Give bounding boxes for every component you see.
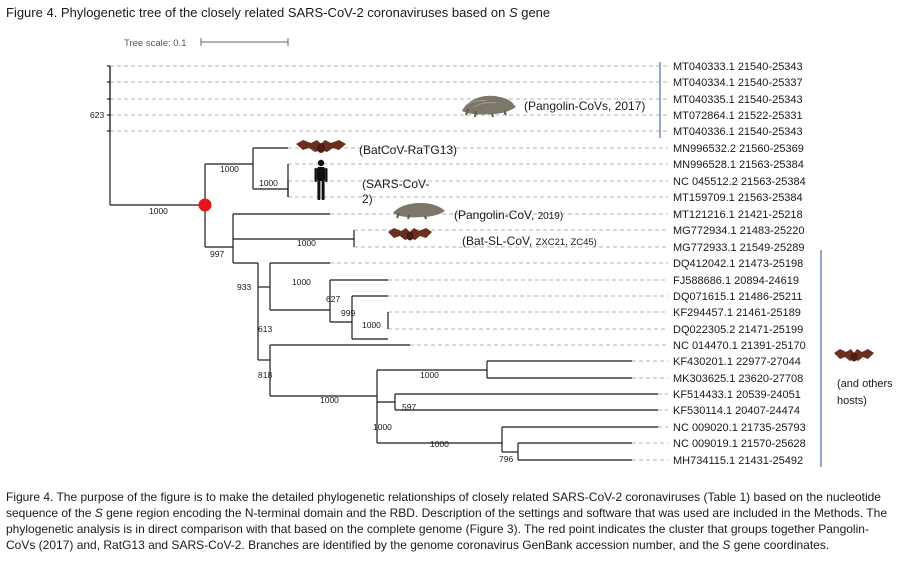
- leaf-guide-lines: [110, 65, 668, 461]
- leaf-label: MK303625.1 23620-27708: [673, 373, 803, 385]
- caption-part-1: Figure 4. The purpose of the figure is t…: [6, 490, 881, 520]
- tree-scale-bar: [200, 38, 289, 46]
- pangolin-icon: [462, 95, 516, 118]
- figure-title-suffix: gene: [517, 5, 551, 20]
- phylogenetic-tree: Tree scale: 0.1 MT040333.1 21540-25343MT…: [90, 38, 893, 467]
- bootstrap-value: 818: [258, 370, 272, 380]
- bootstrap-value: 597: [402, 402, 416, 412]
- batcov-ratg13-label: (BatCoV-RaTG13): [359, 143, 457, 157]
- bootstrap-value: 999: [341, 308, 355, 318]
- other-hosts-label-line1: (and others: [837, 378, 893, 390]
- leaf-label: MT040336.1 21540-25343: [673, 126, 803, 138]
- bootstrap-value: 1000: [420, 370, 439, 380]
- bootstrap-value: 1000: [292, 277, 311, 287]
- bootstrap-value: 997: [210, 249, 224, 259]
- figure-caption: Figure 4. The purpose of the figure is t…: [6, 489, 896, 553]
- pangolin-2019-main: (Pangolin-CoV,: [454, 208, 538, 222]
- red-cluster-node: [198, 198, 212, 212]
- bootstrap-value: 1000: [297, 238, 316, 248]
- leaf-label: KF530114.1 20407-24474: [673, 405, 800, 417]
- pangolin-2017-label: (Pangolin-CoVs, 2017): [524, 99, 645, 113]
- caption-part-5: gene coordinates.: [730, 538, 830, 552]
- tree-scale-label: Tree scale: 0.1: [124, 38, 186, 49]
- bootstrap-value: 1000: [362, 320, 381, 330]
- leaf-label: DQ071615.1 21486-25211: [673, 291, 802, 303]
- leaf-label: NC 014470.1 21391-25170: [673, 340, 806, 352]
- bootstrap-value: 1000: [430, 439, 449, 449]
- pangolin-icon: [393, 203, 445, 220]
- caption-gene-1: S: [94, 506, 103, 520]
- leaf-label: MT040335.1 21540-25343: [673, 94, 803, 106]
- figure-title-gene: S: [508, 5, 518, 20]
- human-silhouette-icon: [314, 159, 328, 200]
- bootstrap-value: 1000: [320, 395, 339, 405]
- leaf-label: DQ022305.2 21471-25199: [673, 324, 803, 336]
- pangolin-2019-label: (Pangolin-CoV, 2019): [454, 208, 563, 222]
- bootstrap-value: 1000: [149, 206, 168, 216]
- leaf-label: KF514433.1 20539-24051: [673, 389, 801, 401]
- tree-branches: [107, 65, 658, 461]
- leaf-label: KF430201.1 22977-27044: [673, 356, 801, 368]
- leaf-label: MT040333.1 21540-25343: [673, 61, 803, 73]
- leaf-label: NC 045512.2 21563-25384: [673, 176, 806, 188]
- leaf-label: MT040334.1 21540-25337: [673, 77, 803, 89]
- leaf-label: MH734115.1 21431-25492: [673, 455, 803, 467]
- figure-title: Figure 4. Phylogenetic tree of the close…: [6, 5, 550, 20]
- bat-icon: [296, 140, 346, 153]
- leaf-label: MG772933.1 21549-25289: [673, 242, 805, 254]
- caption-gene-2: S: [722, 538, 731, 552]
- leaf-label: MT072864.1 21522-25331: [673, 110, 803, 122]
- leaf-label: NC 009020.1 21735-25793: [673, 422, 806, 434]
- pangolin-2019-year: 2019): [538, 211, 564, 222]
- leaf-label: MN996532.2 21560-25369: [673, 143, 804, 155]
- caption-part-3: gene region encoding the N-terminal doma…: [6, 506, 887, 552]
- bootstrap-value: 627: [326, 294, 340, 304]
- leaf-label: FJ588686.1 20894-24619: [673, 275, 799, 287]
- figure-title-prefix: Figure 4. Phylogenetic tree of the close…: [6, 5, 509, 20]
- bootstrap-value: 623: [90, 110, 104, 120]
- leaf-label: MN996528.1 21563-25384: [673, 159, 804, 171]
- bootstrap-value: 613: [258, 324, 272, 334]
- leaf-label: DQ412042.1 21473-25198: [673, 258, 803, 270]
- leaf-label: KF294457.1 21461-25189: [673, 307, 801, 319]
- leaf-label: NC 009019.1 21570-25628: [673, 438, 806, 450]
- bootstrap-value: 933: [237, 282, 251, 292]
- leaf-label: MG772934.1 21483-25220: [673, 225, 805, 237]
- bat-sl-cov-ids: ZXC21, ZC45): [536, 237, 597, 248]
- bootstrap-value: 796: [499, 454, 513, 464]
- sars-cov-2-label-line2: 2): [362, 192, 373, 206]
- sars-cov-2-label-line1: (SARS-CoV-: [362, 177, 429, 191]
- bat-sl-cov-main: (Bat-SL-CoV,: [462, 234, 536, 248]
- bootstrap-value: 1000: [373, 422, 392, 432]
- bootstrap-value: 1000: [259, 178, 278, 188]
- other-hosts-label-line2: hosts): [837, 395, 867, 407]
- leaf-label: MT121216.1 21421-25218: [673, 209, 803, 221]
- bat-icon: [834, 349, 874, 362]
- leaf-label: MT159709.1 21563-25384: [673, 192, 803, 204]
- bootstrap-value: 1000: [220, 164, 239, 174]
- bat-icon: [388, 228, 432, 241]
- bat-sl-cov-label: (Bat-SL-CoV, ZXC21, ZC45): [462, 234, 597, 248]
